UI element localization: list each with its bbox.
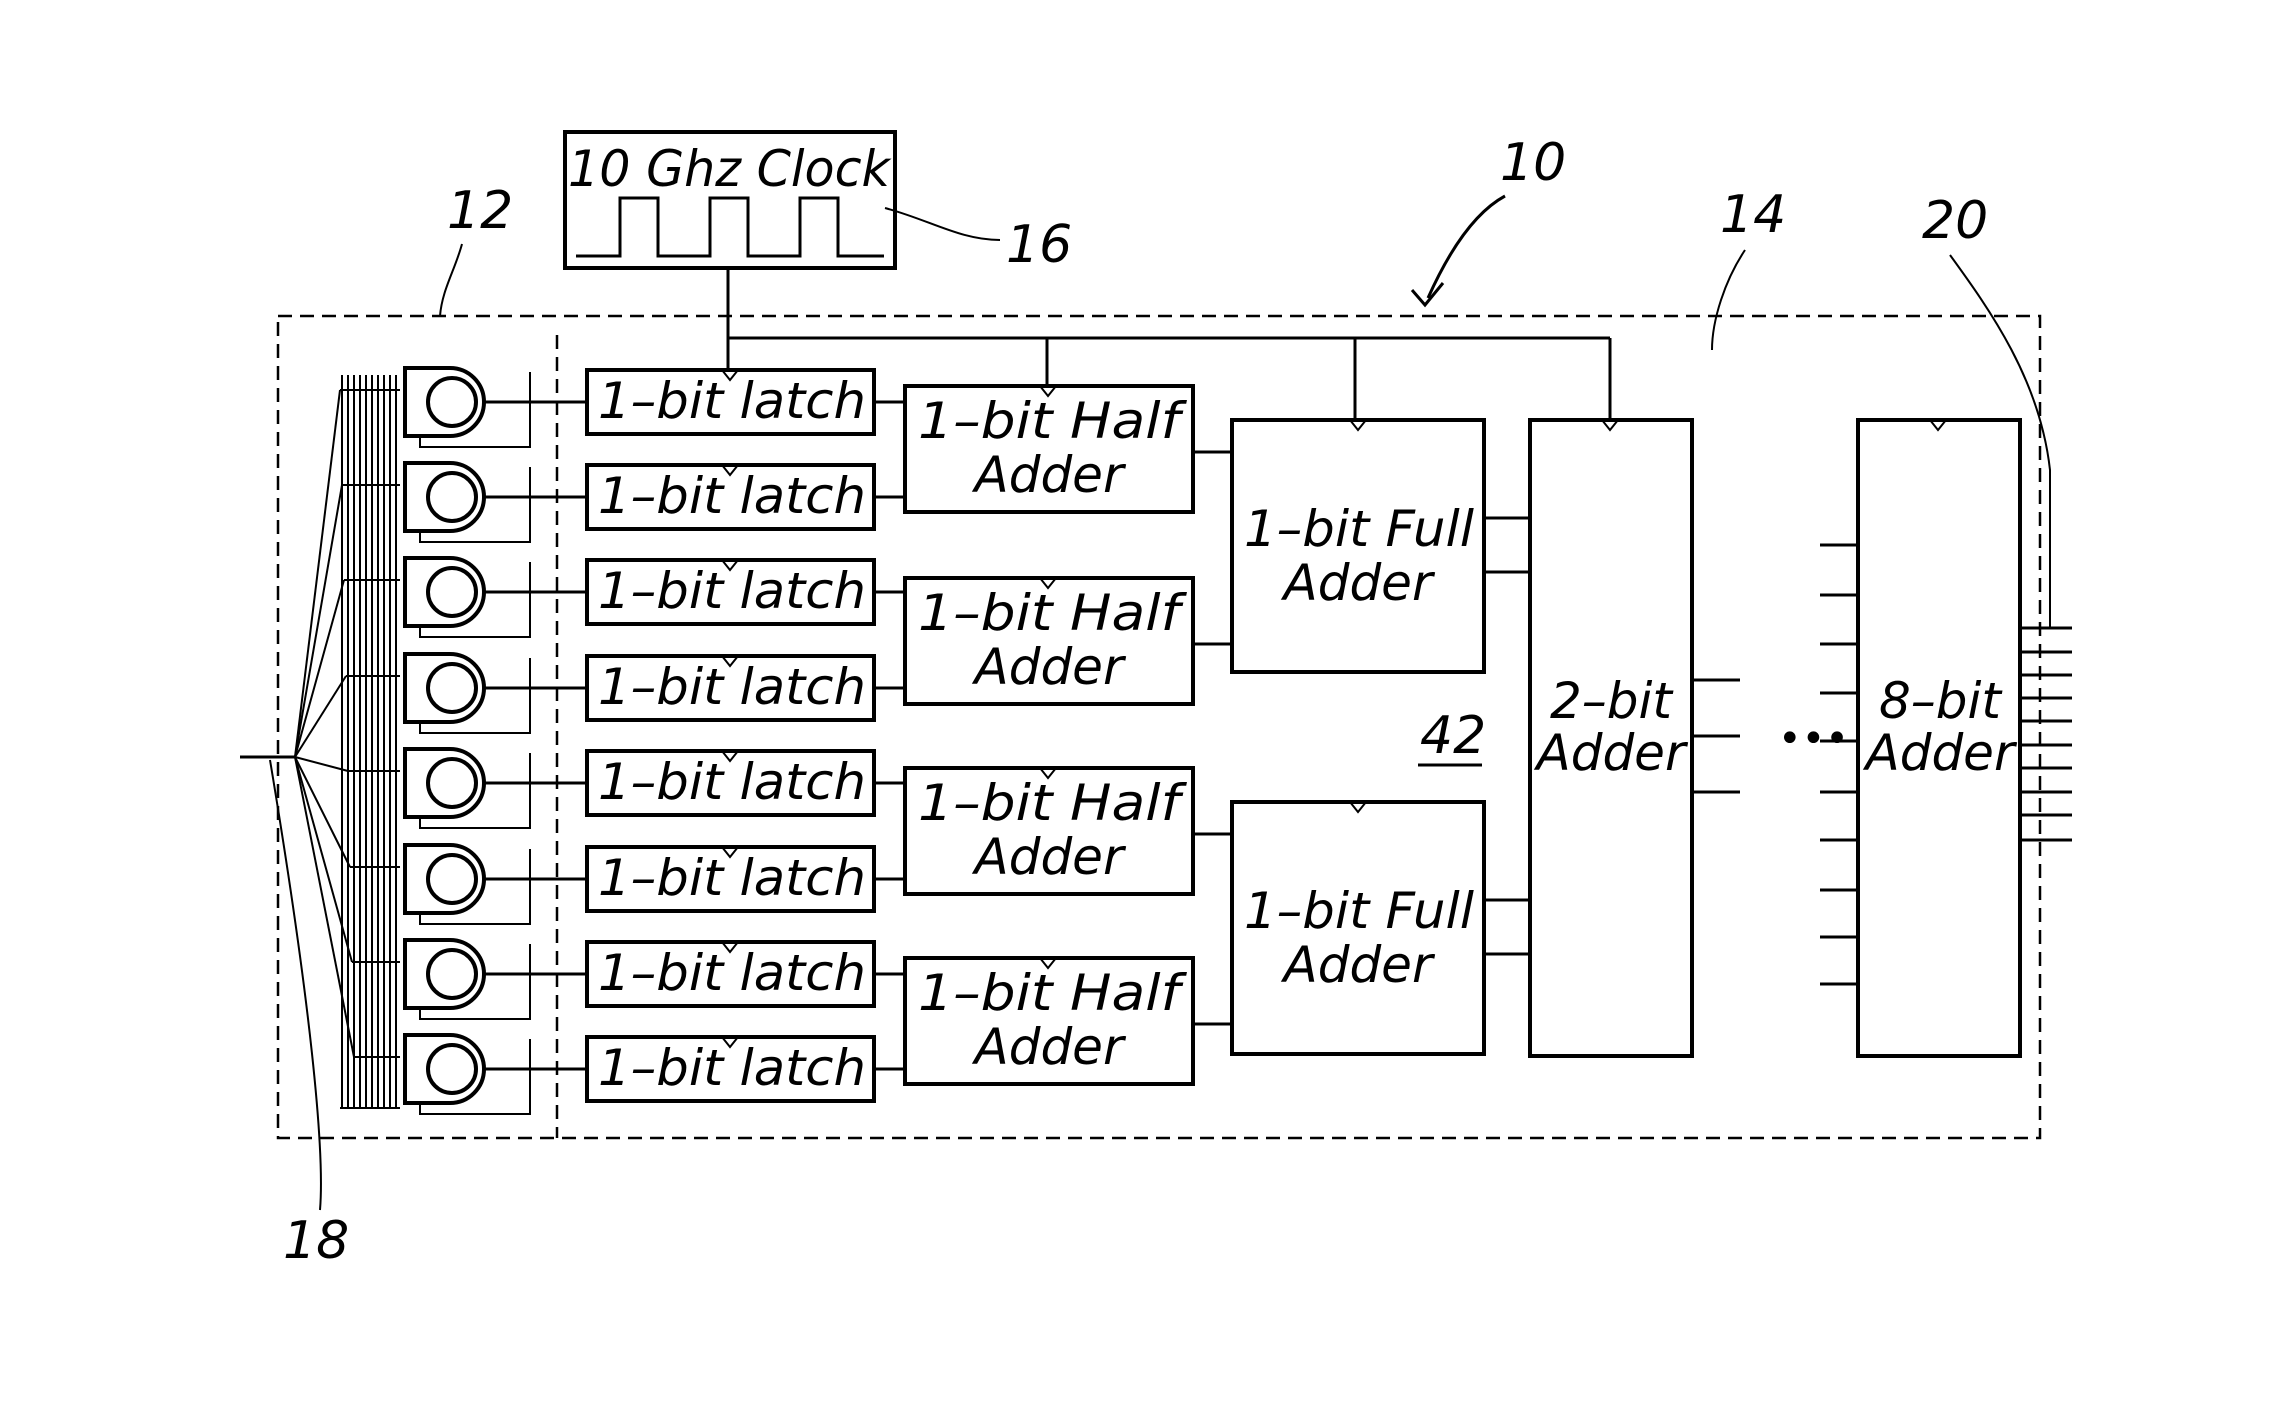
full-adder-label-1: 1–bit Full (1244, 882, 1474, 940)
latch-label: 1–bit latch (598, 467, 866, 525)
latch-label: 1–bit latch (598, 372, 866, 430)
half-adder-label-1: 1–bit Half (918, 964, 1187, 1022)
half-adder-label-1: 1–bit Half (918, 584, 1187, 642)
photodetector (405, 940, 588, 1019)
full-adder: 1–bit FullAdder (1232, 420, 1530, 672)
photodetector-array (405, 368, 588, 1114)
half-adder-label-2: Adder (972, 446, 1127, 504)
half-adder: 1–bit HalfAdder (874, 768, 1232, 894)
ref-input: 18 (283, 1211, 349, 1271)
full-adder-label-2: Adder (1281, 554, 1436, 612)
latch-label: 1–bit latch (598, 658, 866, 716)
latch: 1–bit latch (587, 370, 874, 434)
ref-adder-region: 14 (1720, 185, 1786, 245)
input-fiber-bundle (240, 375, 400, 1108)
ref-output: 20 (1922, 191, 1988, 251)
full-adder-label-2: Adder (1281, 936, 1436, 994)
ref-system: 10 (1500, 133, 1566, 193)
half-adder-label-2: Adder (972, 1018, 1127, 1076)
photodetector (405, 1035, 588, 1114)
latch-label: 1–bit latch (598, 849, 866, 907)
ref-detectors: 12 (447, 181, 513, 241)
ref-adder-tree: 42 (1420, 706, 1486, 766)
ref-clock: 16 (1006, 215, 1072, 275)
two-bit-adder: 2–bit Adder (1530, 420, 1740, 1056)
eight-bit-adder: 8–bit Adder (1820, 420, 2072, 1056)
continuation-ellipsis: ••• (1778, 716, 1849, 762)
half-adder-label-2: Adder (972, 638, 1127, 696)
latch-label: 1–bit latch (598, 944, 866, 1002)
latch-label: 1–bit latch (598, 753, 866, 811)
latch-label: 1–bit latch (598, 562, 866, 620)
latch: 1–bit latch (587, 942, 874, 1006)
half-adder: 1–bit HalfAdder (874, 578, 1232, 704)
clock-label: 10 Ghz Clock (568, 140, 892, 198)
latch: 1–bit latch (587, 560, 874, 624)
photodetector (405, 558, 588, 637)
latch-label: 1–bit latch (598, 1039, 866, 1097)
photodetector (405, 749, 588, 828)
latch: 1–bit latch (587, 465, 874, 529)
latch: 1–bit latch (587, 847, 874, 911)
half-adder: 1–bit HalfAdder (874, 958, 1232, 1084)
clock-block: 10 Ghz Clock (565, 132, 895, 268)
full-adder-label-1: 1–bit Full (1244, 500, 1474, 558)
two-bit-adder-label-1: 2–bit (1550, 672, 1674, 730)
latch: 1–bit latch (587, 656, 874, 720)
half-adder: 1–bit HalfAdder (874, 386, 1232, 512)
half-adder-label-1: 1–bit Half (918, 774, 1187, 832)
half-adder-column: 1–bit HalfAdder1–bit HalfAdder1–bit Half… (874, 386, 1232, 1084)
latch: 1–bit latch (587, 751, 874, 815)
two-bit-adder-label-2: Adder (1534, 724, 1689, 782)
latch-column: 1–bit latch 1–bit latch 1–bit latch 1–bit l… (587, 370, 874, 1101)
half-adder-label-2: Adder (972, 828, 1127, 886)
full-adder: 1–bit FullAdder (1232, 802, 1530, 1054)
photodetector (405, 463, 588, 542)
photodetector (405, 368, 588, 447)
eight-bit-adder-label-2: Adder (1863, 724, 2018, 782)
eight-bit-adder-label-1: 8–bit (1879, 672, 2003, 730)
photodetector (405, 845, 588, 924)
photodetector (405, 654, 588, 733)
latch: 1–bit latch (587, 1037, 874, 1101)
half-adder-label-1: 1–bit Half (918, 392, 1187, 450)
